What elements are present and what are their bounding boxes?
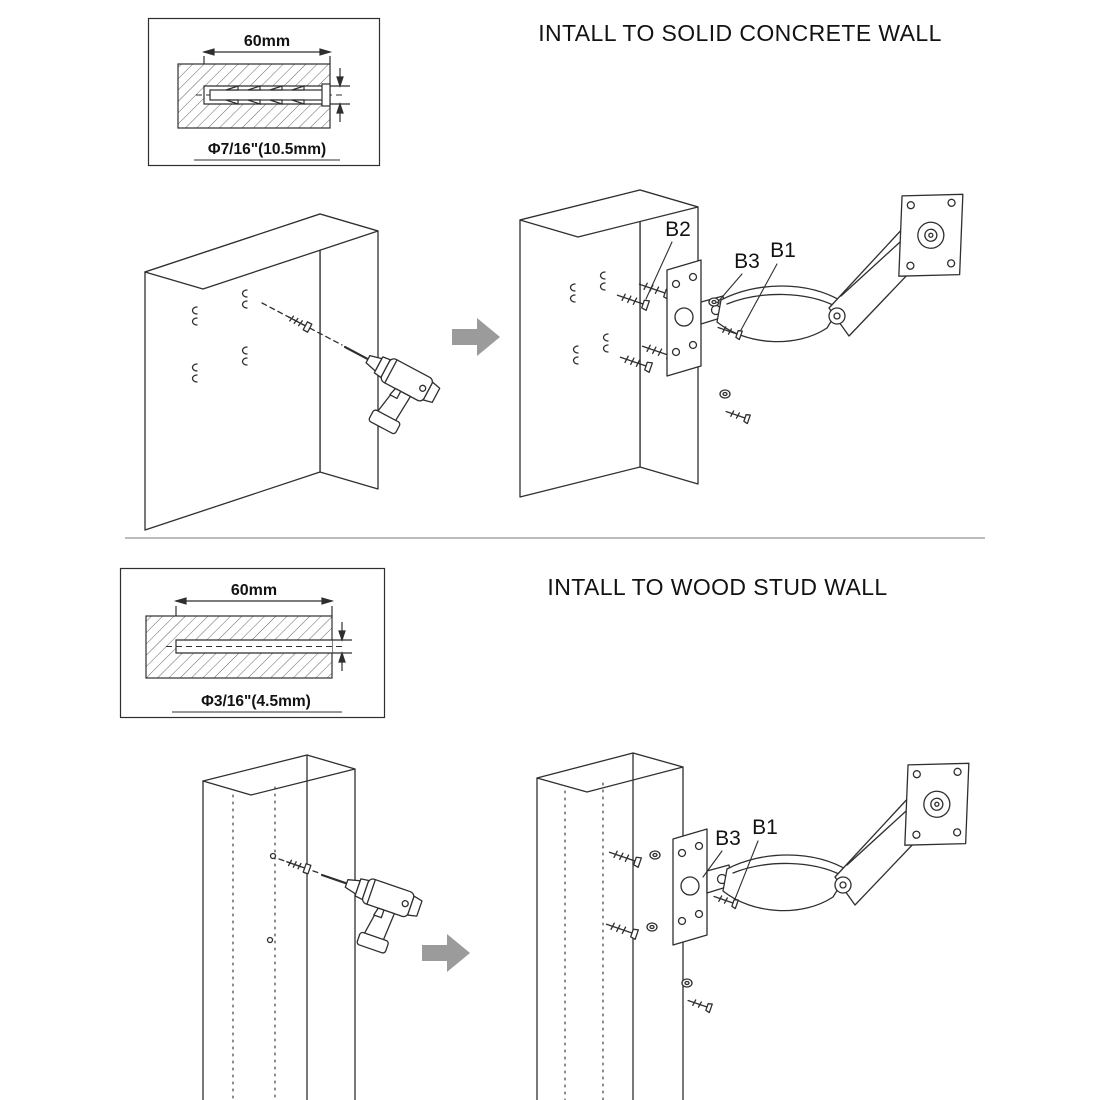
hole-depth-label: 60mm — [231, 582, 277, 599]
diameter-dimension — [330, 68, 350, 122]
concrete-wall-drawing — [144, 213, 379, 531]
depth-dimension — [173, 597, 335, 616]
arm-screw-icons — [717, 326, 751, 425]
wall-mounting-screws — [605, 850, 643, 941]
step-arrow-icon — [452, 318, 500, 356]
step-arrow-icon — [422, 934, 470, 972]
drill-icon — [320, 873, 423, 954]
part-label-b2: B2 — [665, 218, 691, 241]
drill-icon — [343, 345, 441, 435]
wood-hole-detail-inset: 60mm Φ3/16"(4.5mm) — [119, 567, 386, 719]
vesa-plate — [904, 762, 970, 846]
pilot-hole — [166, 639, 346, 654]
section-divider — [125, 537, 985, 539]
vesa-plate — [898, 193, 964, 277]
concrete-wall-drilling-figure — [144, 213, 441, 531]
wood-stud-drawing — [202, 754, 356, 1100]
wood-section-title: INTALL TO WOOD STUD WALL — [547, 574, 888, 600]
part-label-b3: B3 — [715, 827, 741, 850]
gas-spring-arm-drawing — [666, 193, 964, 377]
washer-icon — [708, 297, 731, 399]
wall-anchor-icons — [569, 271, 609, 365]
label-leader-lines — [702, 840, 759, 900]
drill-bit-size-label: Φ7/16"(10.5mm) — [208, 141, 326, 158]
depth-dimension — [201, 48, 333, 64]
part-label-b1: B1 — [770, 239, 796, 262]
gas-spring-arm-drawing — [672, 762, 970, 946]
part-label-b3: B3 — [734, 250, 760, 273]
arm-screw-icons — [687, 895, 739, 1014]
pilot-hole-marks — [266, 852, 277, 944]
wood-stud-drawing — [536, 752, 684, 1100]
wall-anchor-icons — [191, 289, 248, 383]
diameter-dimension — [332, 622, 352, 671]
concrete-mounted-arm-figure: B2 B3 B1 — [519, 189, 964, 498]
wall-anchor-cross-section — [209, 83, 331, 107]
part-label-b1: B1 — [752, 816, 778, 839]
screw-icon — [286, 859, 312, 875]
drill-bit-size-label: Φ3/16"(4.5mm) — [201, 693, 311, 710]
concrete-section-title: INTALL TO SOLID CONCRETE WALL — [538, 20, 942, 46]
label-leader-lines — [645, 241, 778, 331]
concrete-hole-detail-inset: 60mm Φ7/16"(10.5mm) — [147, 17, 381, 167]
wood-mounted-arm-figure: B3 B1 — [536, 752, 970, 1100]
hole-depth-label: 60mm — [244, 33, 290, 50]
screw-icon — [287, 315, 313, 333]
wood-stud-drilling-figure — [202, 754, 423, 1100]
